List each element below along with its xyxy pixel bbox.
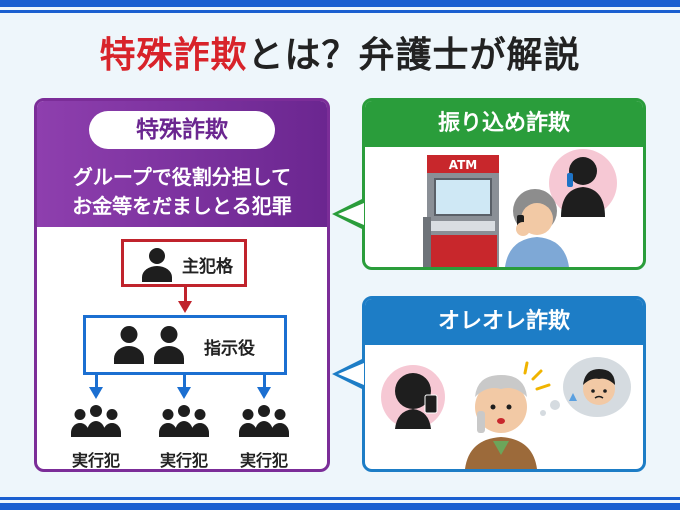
boss-arrow-icon: [178, 301, 192, 313]
director-box: 指示役: [83, 315, 287, 375]
bottom-stripe-thin: [0, 497, 680, 500]
director-person-icon: [154, 326, 184, 364]
top-stripe-thick: [0, 0, 680, 7]
director-connector: [183, 375, 186, 389]
atm-label: ATM: [449, 158, 477, 172]
director-connector: [95, 375, 98, 389]
boss-box: 主犯格: [121, 239, 247, 287]
definition-line-1: グループで役割分担して: [72, 165, 292, 189]
oreore-title: オレオレ詐欺: [365, 299, 643, 345]
executor-group-icon: [159, 405, 209, 441]
boss-person-icon: [142, 248, 172, 282]
executor-group-icon: [71, 405, 121, 441]
panel2-tail-inner: [338, 363, 364, 385]
definition-line-2: お金等をだましとる犯罪: [72, 194, 292, 218]
executor-group-icon: [239, 405, 289, 441]
furikome-panel: 振り込め詐欺 ATM: [362, 98, 646, 270]
elderly-woman-icon: [505, 189, 569, 267]
masked-caller-icon: [395, 373, 438, 429]
director-arrow-icon: [89, 387, 103, 399]
definition-pill: 特殊詐欺: [89, 111, 275, 149]
director-person-icon: [114, 326, 144, 364]
director-connector: [263, 375, 266, 389]
atm-icon: [423, 155, 499, 267]
executor-label: 実行犯: [239, 451, 288, 470]
oreore-panel: オレオレ詐欺: [362, 296, 646, 472]
title-accent: 特殊詐欺: [99, 35, 248, 76]
definition-header: 特殊詐欺 グループで役割分担して お金等をだましとる犯罪: [37, 101, 327, 227]
caller-silhouette-icon: [561, 157, 605, 217]
furikome-title: 振り込め詐欺: [365, 101, 643, 147]
page-title: 特殊詐欺とは？弁護士が解説: [0, 26, 680, 78]
furikome-illustration: ATM: [423, 149, 617, 267]
oreore-illustration: [381, 357, 631, 469]
executor-label: 実行犯: [71, 451, 120, 470]
boss-connector: [184, 287, 187, 303]
elderly-man-icon: [465, 375, 537, 469]
title-rest: とは？弁護士が解説: [247, 35, 581, 76]
definition-panel: 特殊詐欺 グループで役割分担して お金等をだましとる犯罪 主犯格 指示役: [34, 98, 330, 472]
director-arrow-icon: [257, 387, 271, 399]
bottom-stripe-thick: [0, 503, 680, 510]
panel1-tail-inner: [338, 203, 364, 225]
son-icon: [569, 369, 615, 405]
top-stripe-thin: [0, 10, 680, 13]
boss-label: 主犯格: [182, 257, 233, 277]
director-arrow-icon: [177, 387, 191, 399]
executor-label: 実行犯: [159, 451, 208, 470]
director-label: 指示役: [204, 339, 255, 359]
surprise-mark-icon: [523, 361, 551, 391]
